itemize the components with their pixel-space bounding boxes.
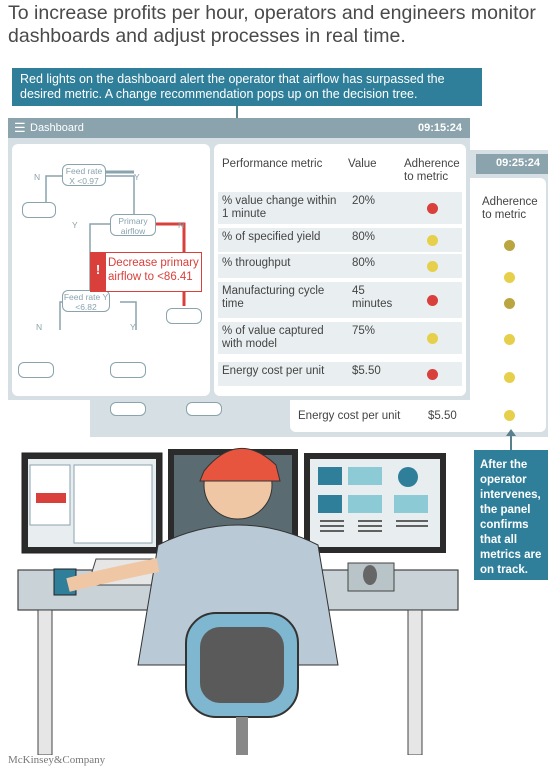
dashboard-title: Dashboard [30, 122, 84, 134]
arrow-up-icon [506, 429, 516, 436]
branch-yes-label: Y [130, 322, 136, 332]
header-adherence: Adherence to metric [404, 158, 460, 183]
right-monitor [304, 453, 446, 553]
metric-value: 75% [352, 325, 376, 337]
branch-no-label: N [34, 172, 41, 182]
tree-node [18, 362, 54, 378]
status-dot-yellow [504, 372, 515, 383]
callout-arrow [236, 106, 238, 128]
node-feed-rate-bottom: Feed rate Y <6.82 [62, 290, 110, 312]
tree-node [186, 402, 222, 416]
metric-value: 20% [352, 195, 376, 207]
metric-label: Manufacturing cycle time [222, 285, 325, 310]
later-metric-label: Energy cost per unit [298, 410, 401, 422]
metric-value: 45 minutes [352, 285, 393, 310]
header-metric: Performance metric [222, 158, 323, 170]
metric-label: % of value captured with model [222, 325, 324, 350]
status-dot-yellow [427, 234, 438, 246]
metric-value: $5.50 [352, 365, 381, 377]
tree-node [110, 402, 146, 416]
dashboard-header: ☰ Dashboard 09:15:24 [8, 118, 470, 138]
tree-node [110, 362, 146, 378]
metrics-table: Performance metric Value Adherence to me… [214, 144, 466, 396]
metric-value: 80% [352, 257, 376, 269]
callout-alert: Red lights on the dashboard alert the op… [12, 68, 482, 106]
alert-icon: ! [90, 252, 106, 292]
branch-no-label: N [178, 220, 185, 230]
brand-logo: McKinsey&Company [8, 754, 106, 766]
office-chair [185, 612, 299, 755]
metric-label: % value change within 1 minute [222, 195, 337, 220]
table-row: % of value captured with model 75% [218, 322, 462, 354]
table-row: Manufacturing cycle time 45 minutes [218, 282, 462, 318]
mouse-pad [347, 562, 395, 592]
status-dot-yellow [504, 334, 515, 345]
later-adherence-header: Adherence to metric [482, 196, 538, 221]
branch-yes-label: Y [72, 220, 78, 230]
callout-confirm: After the operator intervenes, the panel… [474, 450, 548, 580]
metric-label: % throughput [222, 257, 291, 269]
status-dot-red [427, 368, 438, 380]
hamburger-icon[interactable]: ☰ [14, 120, 26, 135]
dashboard-time: 09:15:24 [417, 122, 462, 134]
metric-label: Energy cost per unit [222, 365, 325, 377]
status-dot-yellow [427, 332, 438, 344]
headline: To increase profits per hour, operators … [8, 2, 536, 47]
status-dot-yellow-hatched [504, 298, 515, 309]
table-row: % throughput 80% [218, 254, 462, 278]
table-row: Energy cost per unit $5.50 [218, 362, 462, 386]
header-value: Value [348, 158, 377, 170]
branch-yes-label: Y [134, 172, 140, 182]
alert-recommendation[interactable] [90, 252, 202, 292]
tree-node [166, 308, 202, 324]
metric-label: % of specified yield [222, 231, 321, 243]
tree-node [22, 202, 56, 218]
branch-no-label: N [36, 322, 43, 332]
operator-illustration [17, 448, 459, 755]
node-feed-rate-top: Feed rate X <0.97 [62, 164, 106, 186]
later-metric-value: $5.50 [428, 410, 457, 422]
status-dot-red [427, 202, 438, 214]
alert-text: Decrease primary airflow to <86.41 [108, 257, 199, 283]
left-monitor [21, 452, 163, 554]
table-row: % value change within 1 minute 20% [218, 192, 462, 224]
status-dot-red [427, 294, 438, 306]
status-dot-yellow [504, 410, 515, 421]
status-dot-yellow-hatched [504, 240, 515, 251]
metric-value: 80% [352, 231, 376, 243]
node-primary-airflow: Primary airflow [110, 214, 156, 236]
status-dot-yellow [504, 272, 515, 283]
callout-arrow [510, 434, 512, 450]
later-dashboard-time: 09:25:24 [476, 154, 548, 174]
status-dot-yellow [427, 260, 438, 272]
table-row: % of specified yield 80% [218, 228, 462, 252]
